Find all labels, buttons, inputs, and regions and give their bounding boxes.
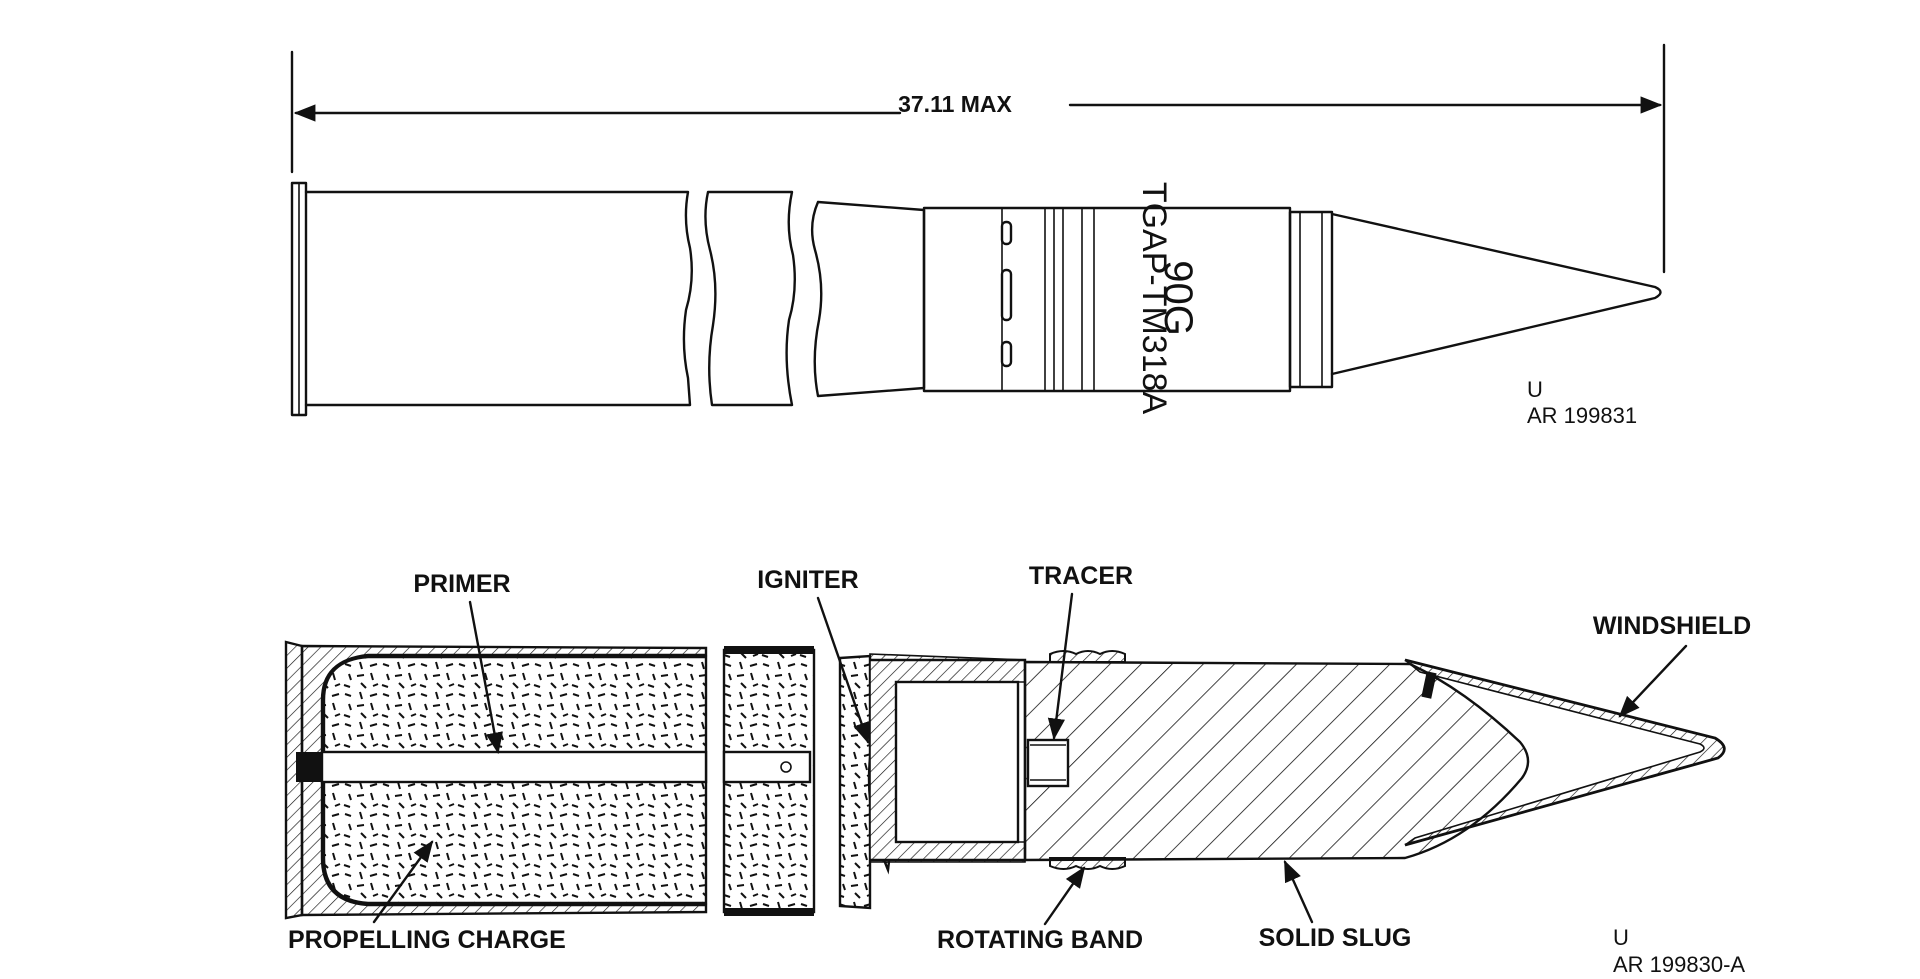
leader-solid-slug <box>1283 860 1314 924</box>
projectile-marking-line2: TGAP-TM318A <box>1135 182 1173 415</box>
windshield-band <box>1288 210 1334 389</box>
charge-section-3 <box>838 654 872 910</box>
case-body-section-3 <box>810 200 926 398</box>
bottom-figure-number: AR 199830-A <box>1613 952 1745 977</box>
label-propelling-charge: PROPELLING CHARGE <box>288 926 566 954</box>
label-igniter: IGNITER <box>757 566 858 594</box>
top-security-code: U <box>1527 377 1543 402</box>
primer-cap <box>296 752 322 782</box>
bottom-security-code: U <box>1613 925 1629 950</box>
tracer <box>1026 738 1070 788</box>
leader-windshield <box>1618 644 1688 718</box>
leader-primer <box>468 600 503 755</box>
case-head <box>300 644 708 917</box>
label-windshield: WINDSHIELD <box>1593 612 1751 640</box>
leader-rotating-band <box>1043 866 1086 926</box>
bottom-view-cutaway: PRIMER IGNITER TRACER WINDSHIELD PROPELL… <box>284 562 1751 977</box>
tracer-cavity <box>894 680 1020 844</box>
rotating-band <box>1049 857 1126 870</box>
leader-tracer <box>1047 592 1074 741</box>
dimension-label: 37.11 MAX <box>898 91 1012 117</box>
projectile-body <box>922 206 1292 393</box>
projectile-marking-line1: 90G <box>1156 260 1200 336</box>
label-primer: PRIMER <box>413 570 510 598</box>
label-solid-slug: SOLID SLUG <box>1259 924 1412 952</box>
band-grooves <box>1044 208 1095 391</box>
top-figure-number: AR 199831 <box>1527 403 1637 428</box>
solid-slug <box>1023 660 1530 862</box>
primer-tube-section <box>722 750 812 784</box>
top-view-cartridge: 37.11 MAX 90G TGAP-TM318A <box>290 43 1666 428</box>
label-rotating-band: ROTATING BAND <box>937 926 1143 954</box>
crimp-slots <box>1000 220 1013 368</box>
label-tracer: TRACER <box>1029 562 1133 590</box>
primer-tube <box>320 750 708 784</box>
case-body-section-1 <box>304 190 693 407</box>
nose-cone <box>1330 212 1662 376</box>
leader-propelling-charge <box>372 840 434 924</box>
leader-igniter <box>816 596 870 745</box>
case-body-section-2 <box>704 190 796 407</box>
